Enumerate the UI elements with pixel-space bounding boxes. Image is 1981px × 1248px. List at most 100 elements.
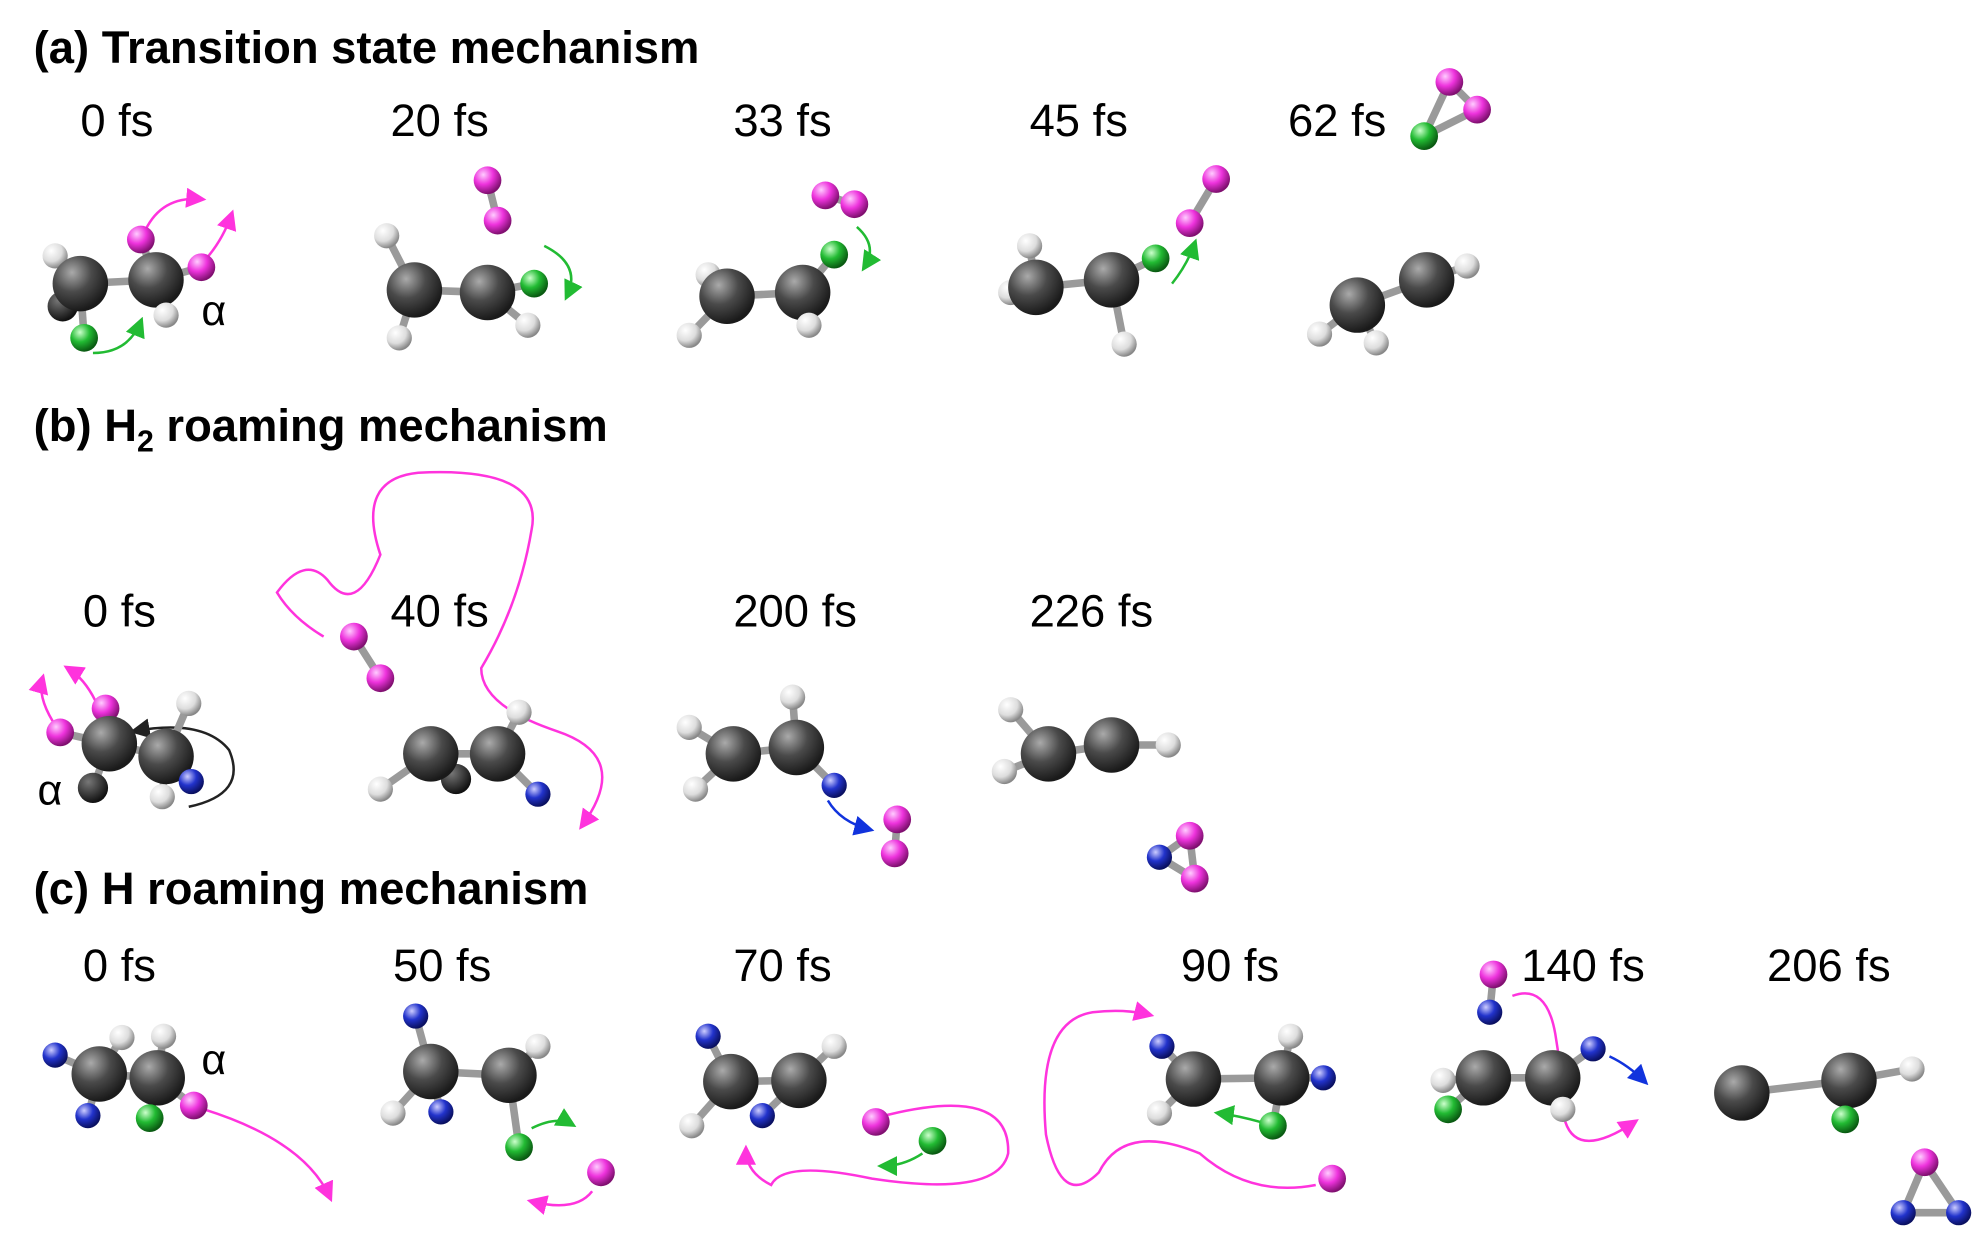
tagged-hydrogen-atom	[811, 181, 840, 210]
deuterium-atom	[75, 1103, 101, 1129]
carbon-atom	[128, 252, 184, 308]
molecule	[1146, 821, 1209, 893]
alpha-label: α	[37, 766, 62, 814]
chlorine-atom	[820, 240, 849, 269]
hydrogen-atom	[380, 1100, 406, 1126]
carbon-atom	[1020, 726, 1077, 782]
molecule	[42, 1023, 208, 1133]
hydrogen-atom	[374, 223, 400, 249]
hydrogen-atom	[42, 243, 68, 269]
atoms-layer	[42, 68, 1972, 1226]
arrow-path	[63, 665, 97, 702]
tagged-hydrogen-atom	[366, 664, 395, 693]
arrow-path	[877, 1152, 924, 1177]
carbon-atom	[1455, 1050, 1512, 1106]
carbon-atom	[71, 1046, 127, 1102]
molecule	[880, 805, 912, 868]
roaming-path	[735, 1104, 1010, 1187]
hydrogen-atom	[1306, 321, 1333, 347]
deuterium-atom	[178, 768, 204, 795]
hydrogen-atom	[1146, 1100, 1173, 1126]
hydrogen-atom	[150, 1023, 177, 1049]
molecule	[998, 233, 1170, 357]
deuterium-atom	[1946, 1200, 1972, 1226]
time-label: 200 fs	[733, 586, 857, 637]
carbon-atom	[699, 268, 755, 324]
molecule	[861, 1108, 890, 1136]
arrow-path	[826, 799, 875, 836]
deuterium-atom	[1310, 1065, 1336, 1091]
hydrogen-atom	[676, 322, 702, 348]
molecule	[811, 181, 869, 219]
hydrogen-atom	[386, 325, 412, 351]
tagged-hydrogen-atom	[126, 225, 155, 254]
molecule	[587, 1158, 615, 1187]
deuterium-atom	[1890, 1200, 1916, 1226]
hydrogen-atom	[679, 1113, 705, 1139]
chlorine-atom	[520, 269, 549, 298]
arrow-path	[92, 316, 145, 355]
alpha-label: α	[201, 1036, 226, 1084]
tagged-hydrogen-atom	[1479, 960, 1508, 989]
carbon-atom	[469, 726, 526, 782]
chlorine-atom	[1831, 1105, 1860, 1134]
carbon-atom	[386, 262, 443, 318]
molecule	[42, 225, 216, 352]
hydrogen-atom	[1016, 233, 1043, 259]
hydrogen-atom	[77, 772, 109, 804]
hydrogen-atom	[149, 784, 175, 810]
arrow-path	[1213, 1105, 1261, 1126]
time-label: 33 fs	[733, 95, 831, 146]
chlorine-atom	[1434, 1095, 1462, 1124]
carbon-atom	[129, 1050, 185, 1106]
hydrogen-atom	[515, 312, 541, 338]
time-label: 0 fs	[80, 95, 153, 146]
carbon-atom	[52, 255, 109, 312]
hydrogen-atom	[779, 684, 806, 710]
deuterium-atom	[821, 772, 847, 798]
carbon-atom	[403, 1043, 459, 1100]
chlorine-atom	[1410, 122, 1439, 151]
arrow-path	[543, 244, 583, 301]
carbon-atom	[1524, 1050, 1581, 1106]
molecule	[991, 697, 1181, 785]
carbon-atom	[1083, 252, 1140, 308]
molecule	[367, 699, 551, 807]
molecule	[46, 690, 204, 810]
time-label: 0 fs	[83, 586, 156, 637]
carbon-atom	[403, 726, 459, 782]
carbon-atom	[459, 264, 516, 321]
tagged-hydrogen-atom	[1180, 864, 1209, 893]
arrow-path	[142, 187, 207, 235]
hydrogen-atom	[998, 697, 1024, 723]
tagged-hydrogen-atom	[1175, 209, 1204, 237]
tagged-hydrogen-atom	[1435, 68, 1464, 96]
deuterium-atom	[1146, 844, 1173, 870]
arrow-path	[856, 225, 882, 272]
molecule	[679, 1023, 847, 1139]
deuterium-atom	[42, 1042, 68, 1068]
carbon-atom	[138, 728, 194, 785]
molecule	[676, 684, 847, 802]
carbon-atom	[705, 726, 762, 782]
hydrogen-atom	[1454, 253, 1480, 279]
deuterium-atom	[428, 1099, 454, 1125]
tagged-hydrogen-atom	[46, 718, 75, 747]
molecule	[340, 622, 395, 693]
chlorine-atom	[1259, 1111, 1287, 1140]
panel-c-title: (c) H roaming mechanism	[34, 863, 589, 914]
deuterium-atom	[695, 1023, 721, 1049]
carbon-atom	[768, 719, 825, 776]
carbon-atom	[1008, 259, 1064, 316]
molecule	[1410, 68, 1491, 151]
tagged-hydrogen-atom	[1910, 1148, 1939, 1177]
tagged-hydrogen-atom	[883, 805, 912, 834]
time-label: 20 fs	[390, 95, 488, 146]
time-label: 226 fs	[1030, 586, 1154, 637]
tagged-hydrogen-atom	[1175, 821, 1204, 850]
tagged-hydrogen-atom	[1463, 95, 1491, 124]
molecule	[473, 166, 512, 235]
carbon-atom	[81, 716, 138, 772]
carbon-atom	[1083, 717, 1140, 773]
